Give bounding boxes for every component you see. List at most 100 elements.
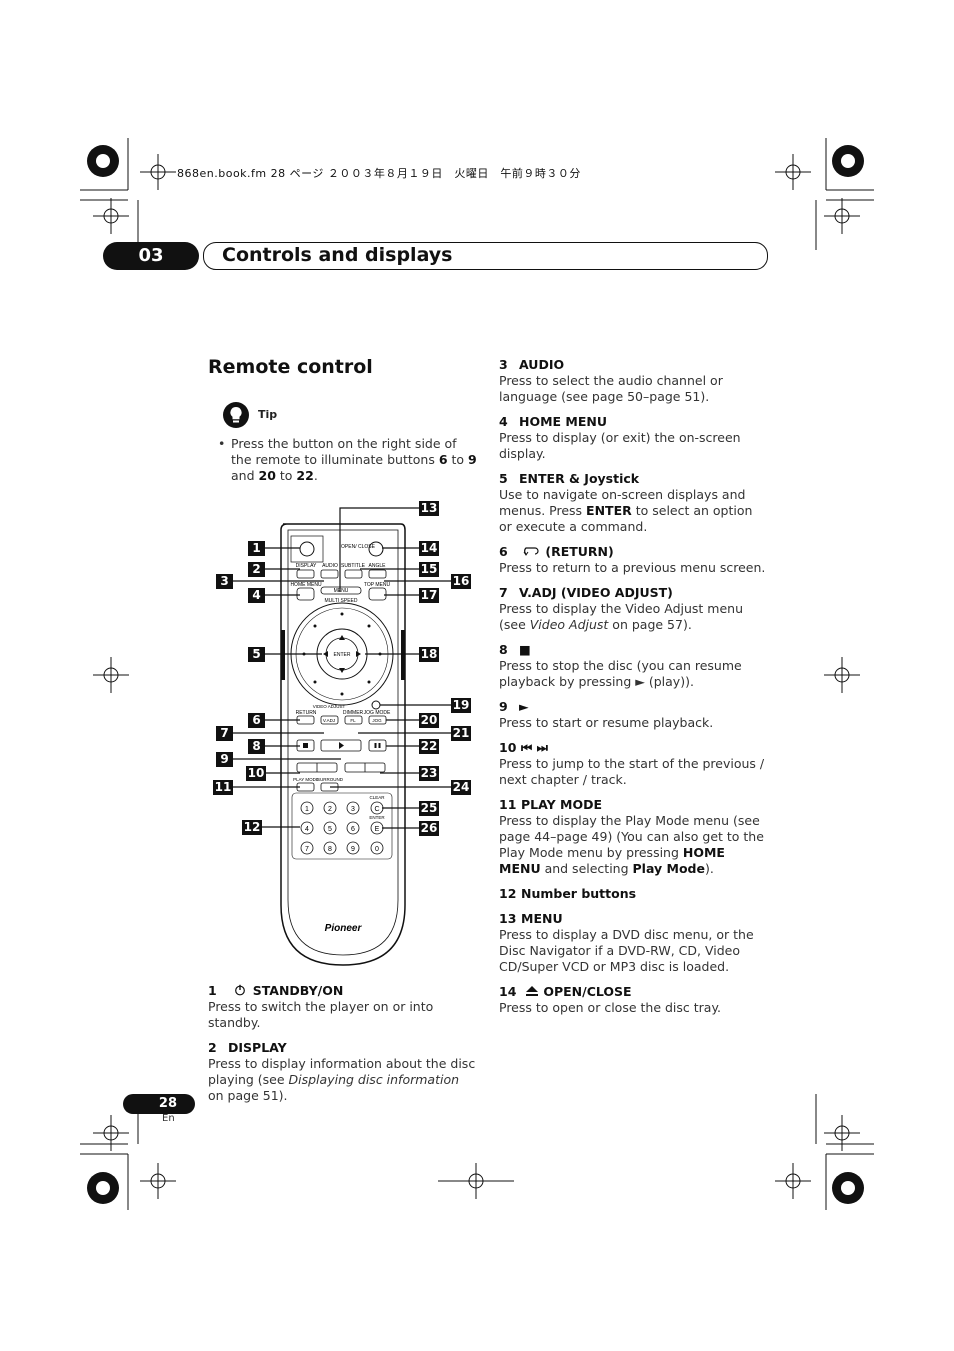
callout-16: 16 [451,574,471,589]
callout-4: 4 [248,588,265,603]
play-icon: ► [519,699,529,714]
tip-label: Tip [258,408,278,421]
registration-starburst-icon [87,145,864,1204]
svg-text:TOP MENU: TOP MENU [364,582,391,588]
callout-15: 15 [419,562,439,577]
eject-icon [526,986,539,996]
svg-text:DIMMER: DIMMER [343,710,364,716]
angle-button [368,569,387,579]
fl-button [344,715,363,725]
audio-button [320,569,339,579]
svg-text:MENU: MENU [334,588,349,594]
bullet: • [218,436,226,451]
callout-6: 6 [248,713,265,728]
svg-text:ENTER: ENTER [369,815,385,820]
menu-button [320,586,362,595]
power-icon [235,984,246,996]
svg-text:ENTER: ENTER [334,652,351,658]
callout-21: 21 [451,726,471,741]
subtitle-button [344,569,363,579]
svg-text:SURROUND: SURROUND [317,777,344,782]
return-icon [523,547,539,556]
callout-19: 19 [451,698,471,713]
callout-18: 18 [419,647,439,662]
list-item: 6 (RETURN) Press to return to a previous… [499,544,766,575]
list-item: 14 OPEN/CLOSE Press to open or close the… [499,984,722,1015]
list-item: 9► Press to start or resume playback. [499,699,714,730]
callout-20: 20 [419,713,439,728]
svg-text:1: 1 [305,806,309,813]
list-item: 1 STANDBY/ON Press to switch the player … [208,983,434,1030]
chapter-title: Controls and displays [222,244,453,266]
callout-5: 5 [248,647,265,662]
svg-text:PLAY MODE: PLAY MODE [293,777,319,782]
tip-text: • Press the button on the right side of … [218,436,477,483]
callout-11: 11 [213,780,233,795]
svg-text:C: C [374,806,379,813]
chapter-box [203,242,768,270]
svg-text:FL: FL [350,718,356,723]
list-item: 8■ Press to stop the disc (you can resum… [499,642,742,689]
svg-text:E: E [375,826,380,833]
svg-text:V.ADJ: V.ADJ [323,718,335,723]
callout-17: 17 [419,588,439,603]
play-button [320,739,362,752]
callout-26: 26 [419,821,439,836]
callout-10: 10 [246,766,266,781]
svg-text:AUDIO: AUDIO [322,563,338,569]
skip-icons: ⏮ ⏭ [521,740,548,755]
svg-text:ANGLE: ANGLE [369,563,387,569]
callout-22: 22 [419,739,439,754]
svg-text:9: 9 [351,846,355,853]
file-header: 868en.book.fm 28 ページ ２００３年８月１９日 火曜日 午前９時… [177,167,581,180]
callout-13: 13 [419,501,439,516]
page-number: 28 [123,1094,195,1114]
display-button [296,569,315,579]
svg-text:VIDEO ADJUST: VIDEO ADJUST [313,704,346,709]
callout-3: 3 [216,574,233,589]
v-adj-button [320,715,339,725]
callout-24: 24 [451,780,471,795]
svg-text:6: 6 [351,826,355,833]
stop-icon: ■ [519,642,531,657]
svg-text:SUBTITLE: SUBTITLE [341,563,366,569]
svg-text:3: 3 [351,806,355,813]
callout-12: 12 [242,820,262,835]
svg-text:OPEN/ CLOSE: OPEN/ CLOSE [341,544,376,550]
chapter-number: 03 [103,242,199,270]
home-menu-button [296,587,315,601]
callout-9: 9 [216,752,233,767]
list-item: 10⏮ ⏭ Press to jump to the start of the … [499,740,765,787]
svg-text:MULTI SPEED: MULTI SPEED [325,598,358,604]
tip-lightbulb-icon [223,402,249,428]
callout-2: 2 [248,562,265,577]
svg-text:JOG: JOG [372,718,382,723]
callout-8: 8 [248,739,265,754]
left-descriptions: 1 STANDBY/ON Press to switch the player … [208,983,476,1113]
svg-text:0: 0 [375,846,379,853]
callout-25: 25 [419,801,439,816]
registration-crosshair-icon [93,154,860,1199]
top-menu-button [368,587,387,601]
svg-text:4: 4 [305,826,309,833]
callout-7: 7 [216,726,233,741]
svg-text:5: 5 [328,826,332,833]
svg-text:DISPLAY: DISPLAY [296,563,317,569]
svg-text:8: 8 [328,846,332,853]
callout-23: 23 [419,766,439,781]
svg-text:2: 2 [328,806,332,813]
svg-text:JOG MODE: JOG MODE [364,710,391,716]
svg-text:CLEAR: CLEAR [369,795,385,800]
brand-logo: Pioneer [325,923,363,934]
standby-button [299,541,315,557]
open-close-button [368,541,384,557]
page-language: En [162,1113,175,1124]
